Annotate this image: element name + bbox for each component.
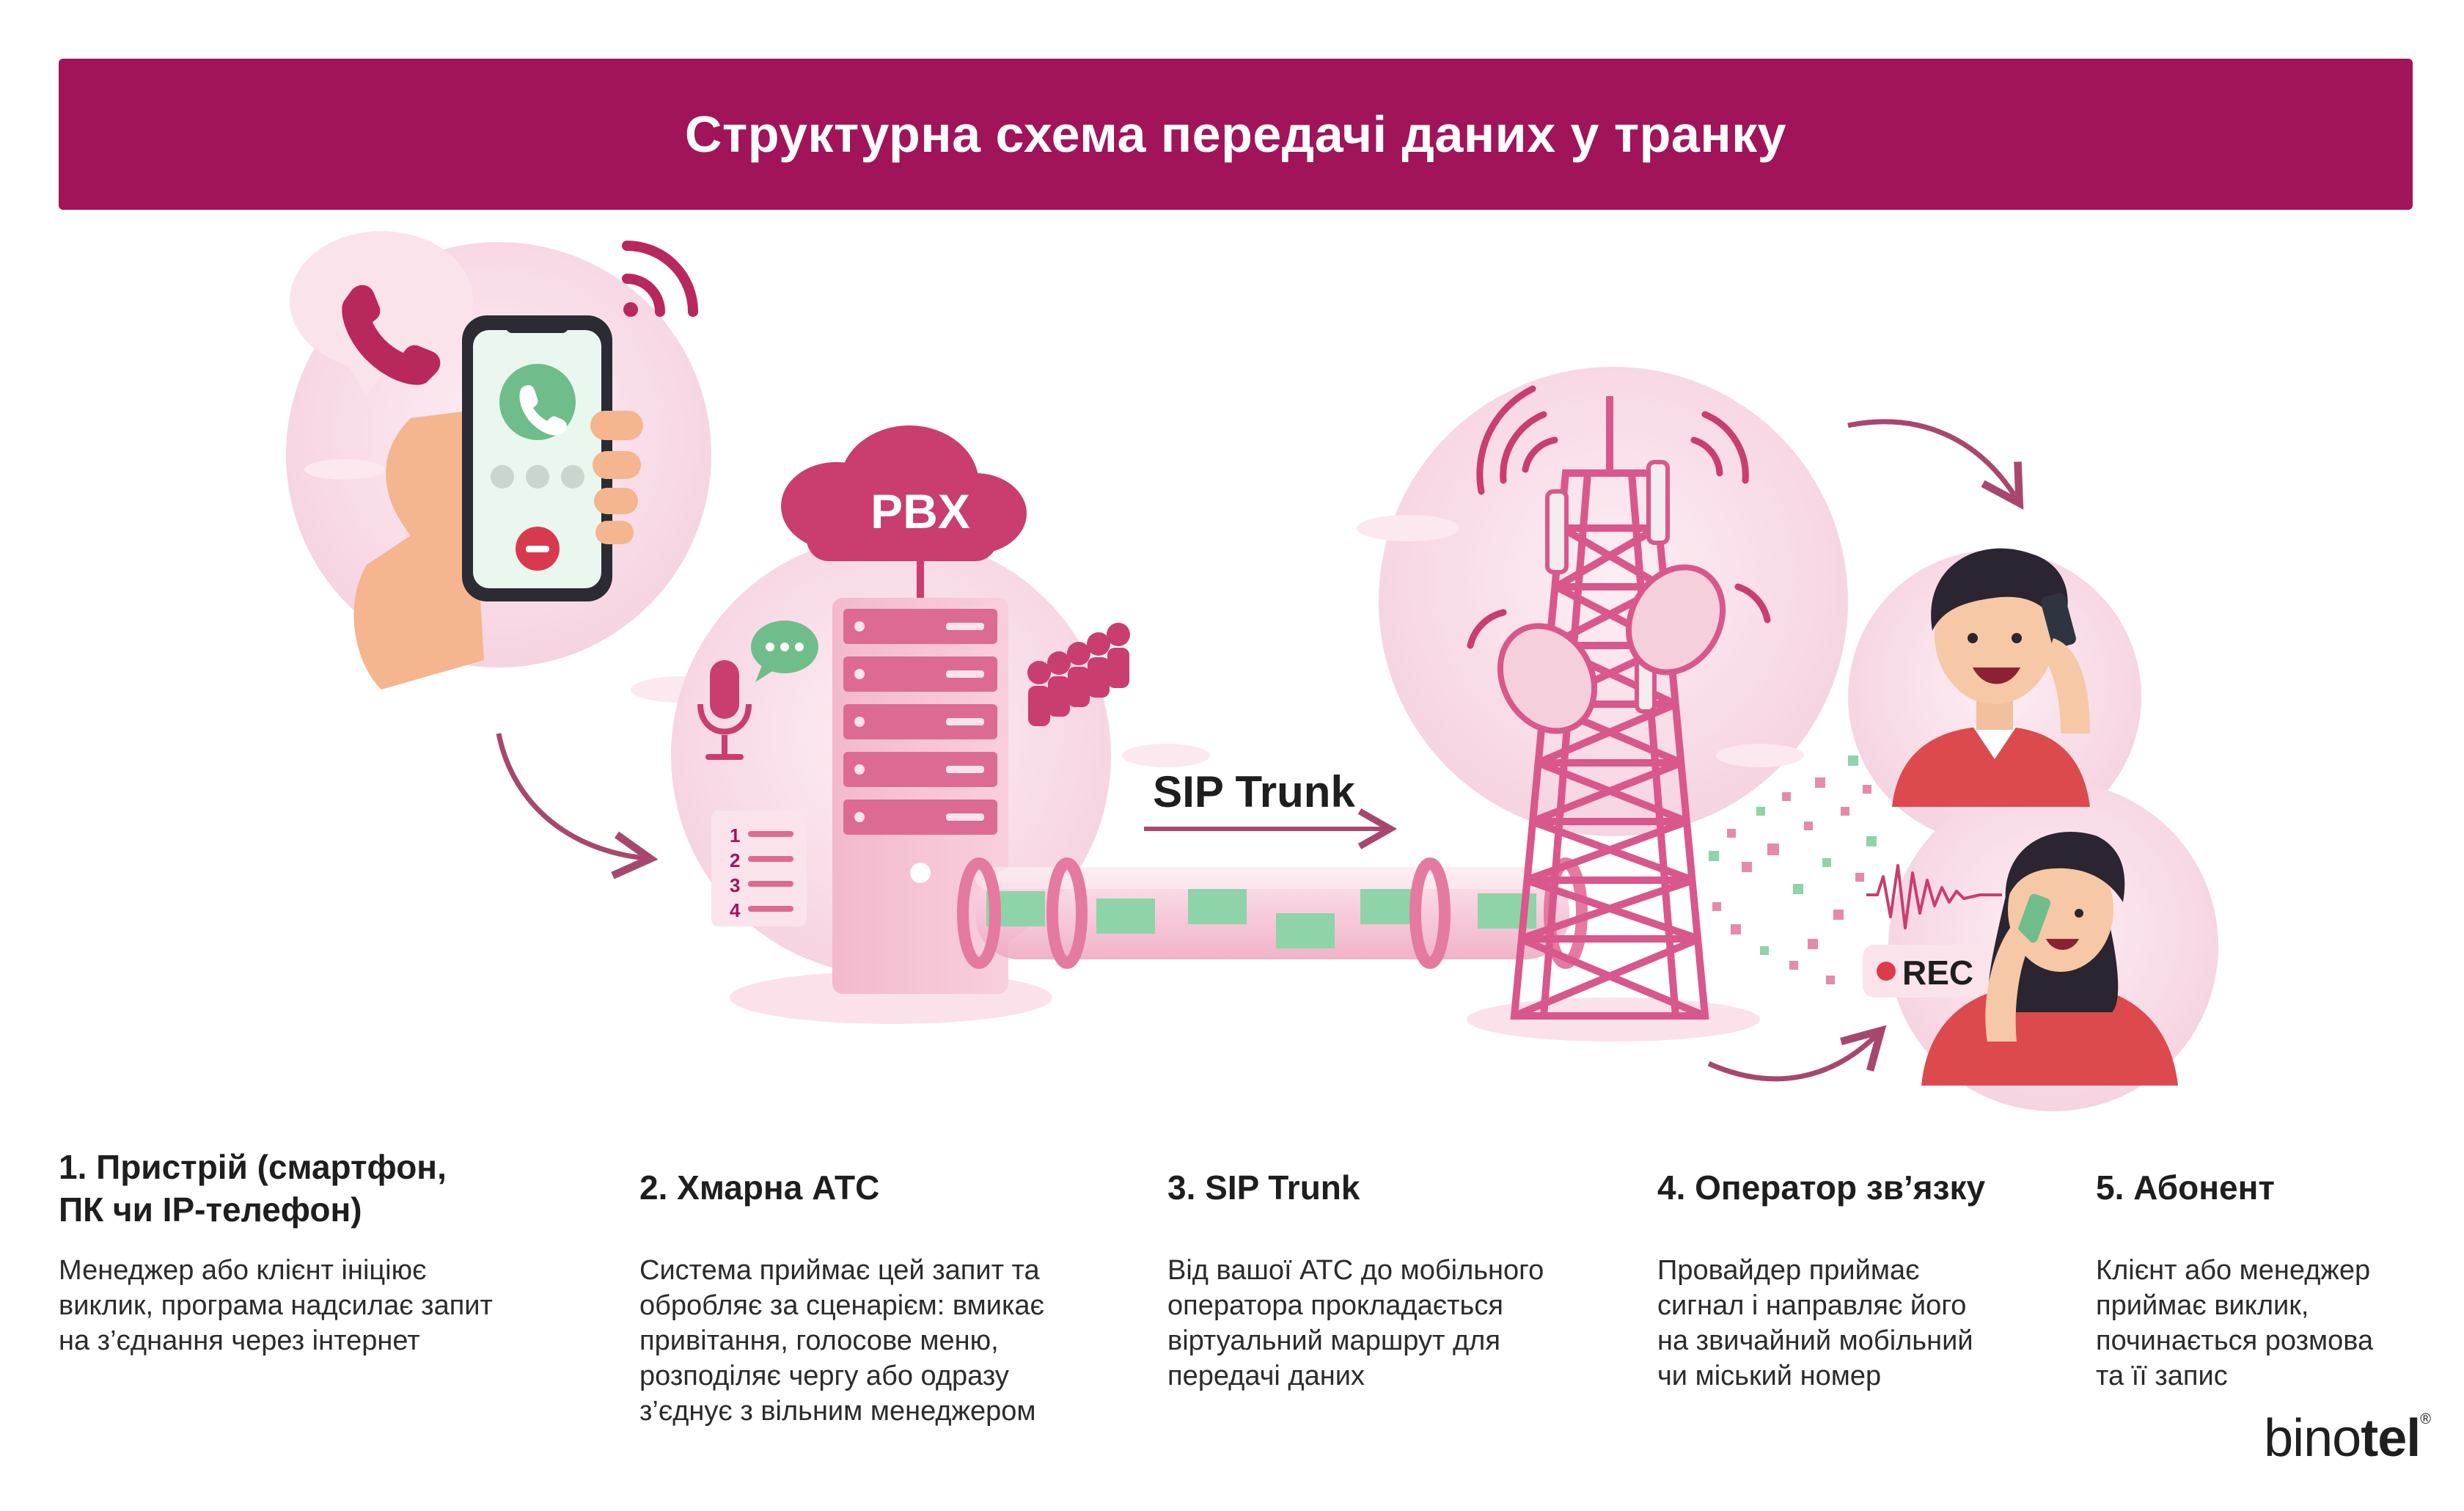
sip-trunk-illustration: SIP Trunk [957, 767, 1588, 969]
rec-label: REC [1902, 954, 1973, 992]
wifi-signal-icon [1467, 385, 1771, 649]
sip-trunk-label: SIP Trunk [1153, 767, 1355, 816]
step-3-title: 3. SIP Trunk [1167, 1168, 1360, 1207]
cloud-icon: PBX [781, 425, 1027, 561]
microphone-icon [697, 660, 752, 760]
svg-text:1: 1 [730, 824, 740, 846]
page-title: Структурна схема передачі даних у транку [684, 106, 1787, 163]
step-2-description: Система приймає цей запит та обробляє за… [639, 1255, 1044, 1427]
device-illustration [286, 231, 733, 703]
step-2-title: 2. Хмарна АТС [639, 1168, 880, 1207]
data-particles-icon [1709, 756, 1877, 984]
man-avatar-icon [1892, 548, 2090, 807]
step-4-title: 4. Оператор зв’язку [1657, 1168, 1986, 1207]
list-menu-icon: 1 2 3 4 [711, 811, 807, 926]
satellite-dish-icon [1497, 564, 1726, 734]
binotel-logo: binotel® [2264, 1409, 2431, 1468]
svg-text:3: 3 [730, 874, 740, 896]
subscriber-illustration: REC [1848, 548, 2218, 1111]
step-4-description: Провайдер приймає сигнал і направляє йог… [1657, 1255, 1973, 1391]
chat-bubble-icon [751, 621, 818, 682]
title-banner: Структурна схема передачі даних у транку [59, 59, 2413, 210]
people-queue-icon [1027, 623, 1130, 726]
operator-illustration [1357, 367, 1877, 1042]
phone-icon [342, 285, 441, 385]
rec-badge: REC [1863, 945, 1984, 998]
step-3-description: Від вашої АТС до мобільного оператора пр… [1167, 1255, 1544, 1391]
trunk-diagram: PBX [286, 231, 2218, 1111]
svg-text:4: 4 [730, 899, 741, 921]
step-1-description: Менеджер або клієнт ініціює виклик, прог… [59, 1255, 493, 1356]
arrow-icon [496, 733, 659, 879]
pbx-label: PBX [870, 484, 970, 538]
arrow-icon [1707, 1025, 1887, 1082]
tower-icon [1510, 396, 1709, 1020]
wifi-signal-icon [622, 241, 698, 317]
woman-avatar-icon [1921, 832, 2178, 1086]
step-5-title: 5. Абонент [2096, 1168, 2275, 1207]
step-5-description: Клієнт або менеджер приймає виклик, почи… [2096, 1255, 2374, 1391]
pbx-illustration: PBX [671, 425, 1210, 1024]
arrow-icon [1847, 419, 2024, 510]
sound-wave-icon [1866, 864, 2002, 929]
pipe-icon [957, 857, 1588, 969]
step-1-title: 1. Пристрій (смартфон, ПК чи IP-телефон) [59, 1148, 447, 1229]
svg-text:2: 2 [730, 849, 740, 871]
